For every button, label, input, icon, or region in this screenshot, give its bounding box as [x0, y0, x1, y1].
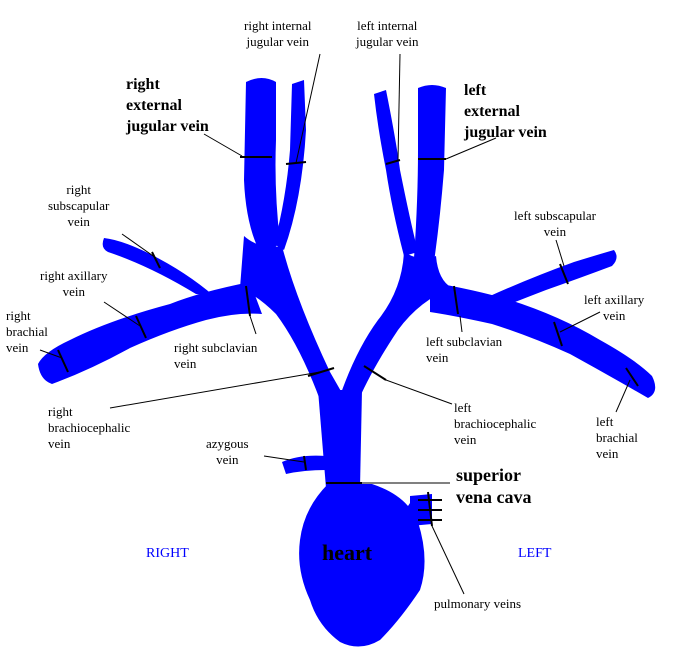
left-external-jugular-vessel [414, 85, 446, 262]
left-brachiocephalic-vessel [340, 252, 452, 406]
label-heart: heart [322, 540, 372, 566]
label-left-subscapular-vein: left subscapular vein [514, 208, 596, 240]
label-right-internal-jugular-vein: right internal jugular vein [244, 18, 312, 50]
label-left-external-jugular-vein: left external jugular vein [464, 80, 547, 143]
right-external-jugular-vessel [244, 78, 280, 260]
right-brachiocephalic-vessel [240, 236, 346, 400]
label-right-brachiocephalic-vein: right brachiocephalic vein [48, 404, 130, 452]
label-right-brachial-vein: right brachial vein [6, 308, 48, 356]
label-left-side: LEFT [518, 546, 551, 562]
label-right-subscapular-vein: right subscapular vein [48, 182, 109, 230]
right-subscapular-vessel [103, 238, 214, 296]
label-pulmonary-veins: pulmonary veins [434, 596, 521, 612]
label-azygous-vein: azygous vein [206, 436, 249, 468]
left-internal-jugular-vessel [374, 90, 418, 256]
label-left-brachial-vein: left brachial vein [596, 414, 638, 462]
label-left-internal-jugular-vein: left internal jugular vein [356, 18, 418, 50]
label-right-subclavian-vein: right subclavian vein [174, 340, 257, 372]
label-right-external-jugular-vein: right external jugular vein [126, 74, 209, 137]
label-right-axillary-vein: right axillary vein [40, 268, 108, 300]
label-left-subclavian-vein: left subclavian vein [426, 334, 502, 366]
label-left-axillary-vein: left axillary vein [584, 292, 644, 324]
superior-vena-cava-vessel [318, 390, 362, 488]
label-left-brachiocephalic-vein: left brachiocephalic vein [454, 400, 536, 448]
label-superior-vena-cava: superior vena cava [456, 464, 532, 508]
label-right-side: RIGHT [146, 546, 189, 562]
right-internal-jugular-vessel [274, 80, 306, 250]
